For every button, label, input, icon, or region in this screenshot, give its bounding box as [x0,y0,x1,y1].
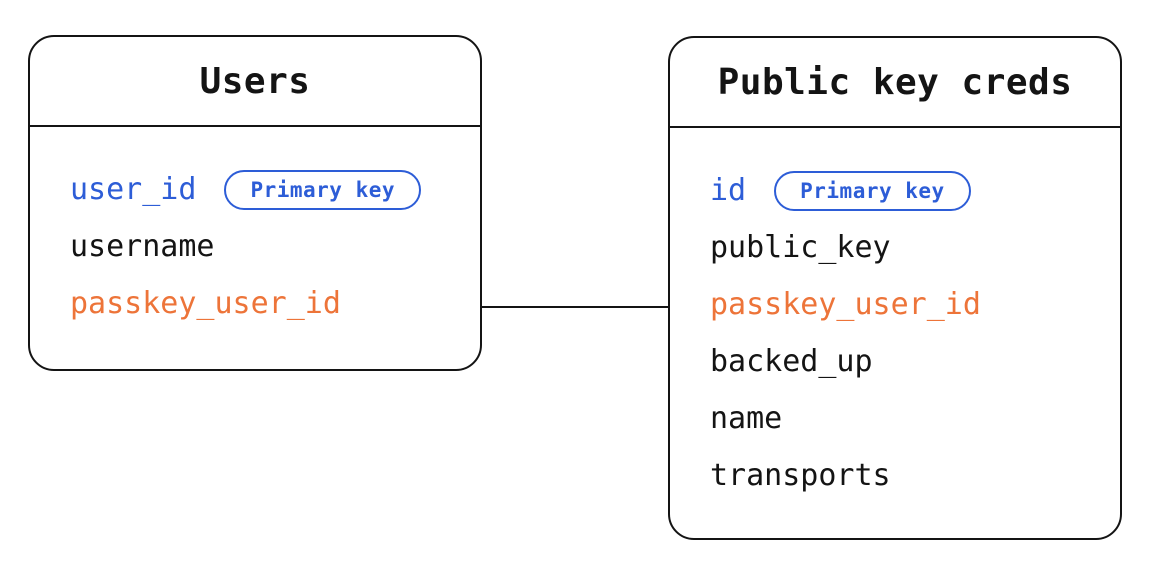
field-name: passkey_user_id [70,285,341,321]
field-row: passkey_user_id [710,276,1092,333]
field-name: username [70,228,215,264]
primary-key-badge: Primary key [224,169,422,210]
table-users-header: Users [30,37,480,127]
field-row: backed_up [710,333,1092,390]
field-row: user_id Primary key [70,161,452,218]
field-name: passkey_user_id [710,286,981,322]
field-row: transports [710,447,1092,504]
field-row: id Primary key [710,162,1092,219]
field-name: name [710,400,783,436]
field-row: passkey_user_id [70,275,452,332]
field-name: transports [710,457,891,493]
table-users-title: Users [199,60,311,102]
field-name: user_id [70,171,197,207]
field-row: public_key [710,219,1092,276]
table-public-key-creds-title: Public key creds [717,61,1073,103]
field-name: backed_up [710,343,873,379]
relationship-line [482,306,668,308]
field-name: id [710,172,747,208]
field-row: name [710,390,1092,447]
primary-key-badge: Primary key [774,170,971,211]
field-name: public_key [710,229,891,265]
table-public-key-creds: Public key creds id Primary key public_key… [668,36,1122,540]
table-public-key-creds-header: Public key creds [670,38,1120,128]
field-row: username [70,218,452,275]
